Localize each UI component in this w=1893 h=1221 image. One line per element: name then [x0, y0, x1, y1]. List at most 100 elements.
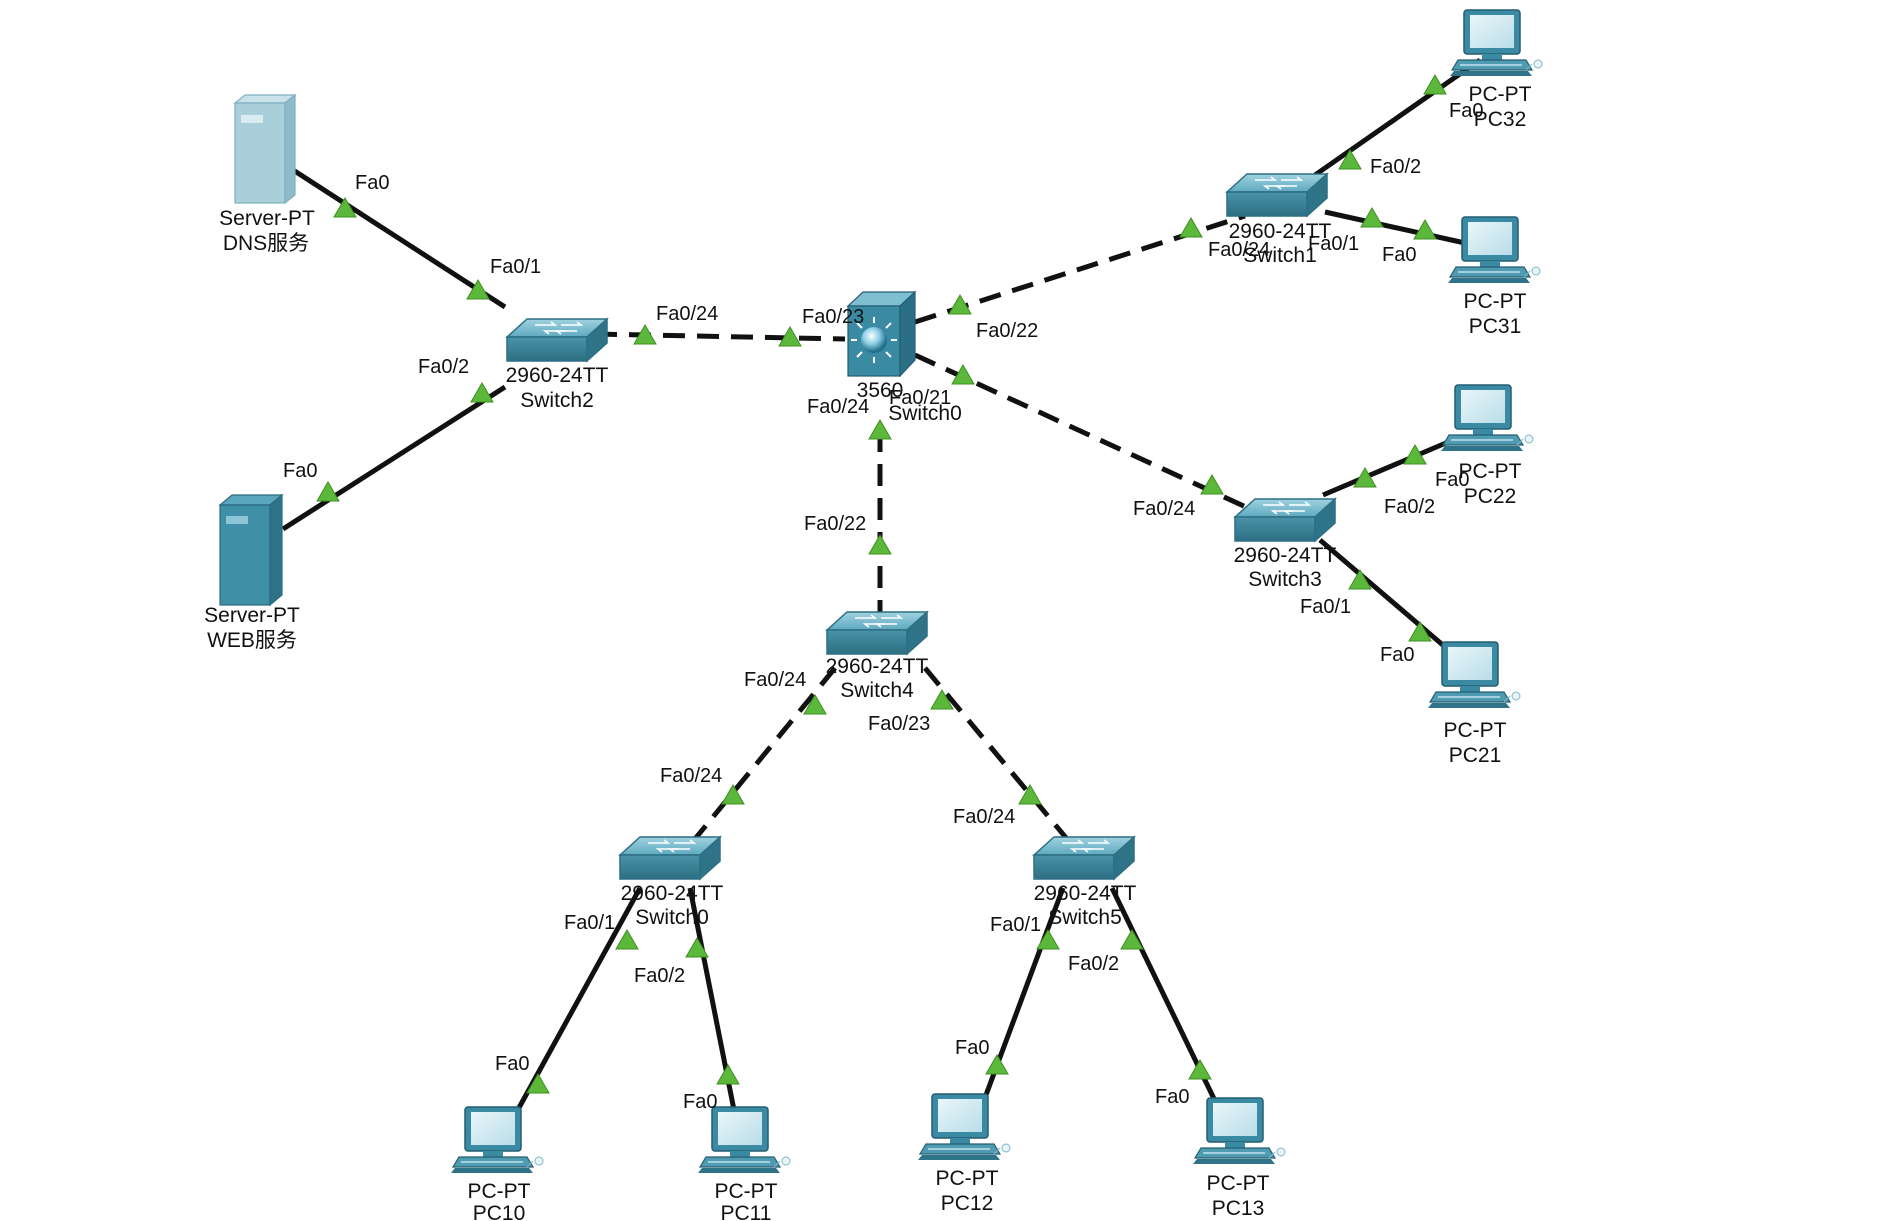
port-label: Fa0 [1155, 1086, 1189, 1108]
device-model: 2960-24TT [1234, 544, 1337, 567]
pc21[interactable]: PC-PT PC21 [1427, 641, 1521, 767]
device-model: Server-PT [219, 207, 315, 230]
link-dns-sw2[interactable] [288, 165, 507, 310]
device-name: PC21 [1449, 744, 1502, 767]
link-up-indicator [466, 279, 490, 300]
pc-icon [1192, 1097, 1286, 1165]
port-label: Fa0/1 [1308, 233, 1359, 255]
device-name: Switch5 [1048, 906, 1122, 929]
port-label: Fa0/22 [804, 513, 866, 535]
link-up-indicator [721, 784, 745, 805]
link-up-indicator [1360, 207, 1384, 228]
device-model: PC-PT [1444, 719, 1507, 742]
link-sw3-pc21[interactable] [1318, 538, 1460, 660]
link-core-sw3[interactable] [913, 352, 1250, 511]
port-label: Fa0/22 [976, 320, 1038, 342]
port-label: Fa0/23 [868, 713, 930, 735]
link-up-indicator [1179, 217, 1203, 238]
device-name: Switch1 [1243, 244, 1317, 267]
link-up-indicator [1188, 1059, 1212, 1080]
link-up-indicator [1423, 74, 1447, 95]
link-status-indicators [316, 74, 1447, 1094]
server-icon [218, 493, 284, 607]
pc-icon [1449, 9, 1543, 77]
port-label: Fa0/24 [1133, 498, 1195, 520]
port-label: Fa0/24 [953, 806, 1015, 828]
link-up-indicator [685, 937, 709, 958]
device-name: Switch0 [888, 402, 962, 425]
device-name: Switch2 [520, 389, 594, 412]
link-web-sw2[interactable] [281, 384, 507, 532]
link-up-indicator [633, 324, 657, 345]
pc12[interactable]: PC-PT PC12 [917, 1093, 1011, 1215]
port-label: Fa0/2 [1384, 496, 1435, 518]
pc22[interactable]: PC-PT PC22 [1440, 384, 1534, 508]
pc13[interactable]: PC-PT PC13 [1192, 1097, 1286, 1220]
device-model: PC-PT [468, 1180, 531, 1203]
device-model: PC-PT [1207, 1172, 1270, 1195]
web-server[interactable]: Server-PT WEB服务 [204, 493, 300, 652]
link-up-indicator [1036, 929, 1060, 950]
server-icon [233, 93, 297, 205]
switch3[interactable]: 2960-24TT Switch3 [1234, 498, 1337, 591]
device-model: 2960-24TT [1034, 882, 1137, 905]
link-up-indicator [615, 929, 639, 950]
device-model: PC-PT [1469, 83, 1532, 106]
device-name: WEB服务 [207, 629, 297, 652]
port-label: Fa0/1 [490, 256, 541, 278]
link-sw4-sw5[interactable] [923, 666, 1074, 847]
device-name: PC31 [1469, 315, 1522, 338]
pc-icon [917, 1093, 1011, 1161]
pc-icon [697, 1106, 791, 1174]
pc-icon [1427, 641, 1521, 709]
link-up-indicator [1018, 784, 1042, 805]
pc10[interactable]: PC-PT PC10 [450, 1106, 544, 1221]
device-model: 3560 [857, 379, 904, 402]
link-up-indicator [930, 689, 954, 710]
port-label: Fa0/2 [1068, 953, 1119, 975]
device-model: 2960-24TT [506, 364, 609, 387]
pc32[interactable]: PC-PT PC32 [1449, 9, 1543, 131]
device-name: PC22 [1464, 485, 1517, 508]
switch0-access[interactable]: 2960-24TT Switch0 [619, 836, 724, 929]
link-sw1-pc32[interactable] [1313, 57, 1482, 178]
port-label: Fa0 [355, 172, 389, 194]
device-model: PC-PT [936, 1167, 999, 1190]
link-sw3-pc22[interactable] [1322, 434, 1461, 498]
switch2[interactable]: 2960-24TT Switch2 [506, 318, 609, 412]
dns-server[interactable]: Server-PT DNS服务 [219, 93, 315, 255]
device-model: PC-PT [1459, 460, 1522, 483]
port-label: Fa0 [1380, 644, 1414, 666]
switch5[interactable]: 2960-24TT Switch5 [1033, 836, 1137, 929]
link-up-indicator [1120, 929, 1144, 950]
device-name: PC32 [1474, 108, 1527, 131]
link-up-indicator [1200, 474, 1224, 495]
switch4[interactable]: 2960-24TT Switch4 [826, 611, 929, 702]
device-name: DNS服务 [223, 232, 309, 255]
port-label: Fa0 [955, 1037, 989, 1059]
pc31[interactable]: PC-PT PC31 [1447, 216, 1541, 338]
pc-icon [1440, 384, 1534, 452]
port-label: Fa0/24 [1208, 239, 1270, 261]
port-labels: Fa0 Fa0/1 Fa0 Fa0/2 Fa0/24 Fa0/23 Fa0/22… [283, 100, 1483, 1113]
link-up-indicator [526, 1073, 550, 1094]
device-model: Server-PT [204, 604, 300, 627]
link-sw1-pc31[interactable] [1324, 209, 1466, 246]
link-up-indicator [803, 694, 827, 715]
link-sw4-sw0[interactable] [688, 666, 837, 847]
port-label: Fa0/1 [564, 912, 615, 934]
port-label: Fa0/1 [990, 914, 1041, 936]
port-label: Fa0 [1435, 469, 1469, 491]
pc11[interactable]: PC-PT PC11 [697, 1106, 791, 1221]
link-sw2-core[interactable] [594, 331, 846, 342]
switch1[interactable]: 2960-24TT Switch1 [1226, 173, 1332, 267]
link-up-indicator [333, 197, 357, 218]
switch-icon [506, 318, 608, 362]
port-label: Fa0/2 [1370, 156, 1421, 178]
device-name: Switch4 [840, 679, 914, 702]
link-up-indicator [868, 419, 892, 440]
link-up-indicator [951, 364, 975, 385]
core-switch[interactable]: 3560 Switch0 [846, 290, 962, 425]
pc-icon [1447, 216, 1541, 284]
